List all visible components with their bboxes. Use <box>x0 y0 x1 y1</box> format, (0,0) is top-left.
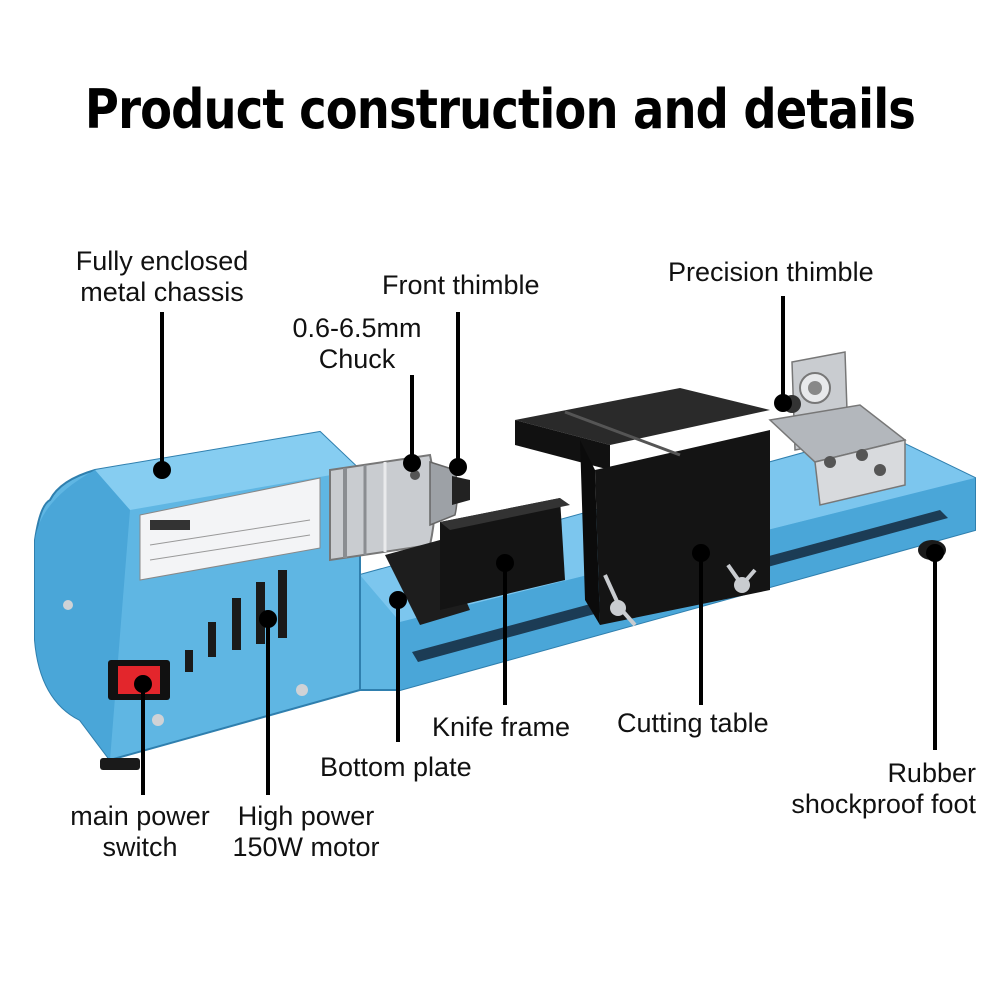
dot-precision <box>774 394 792 412</box>
label-rubber-foot: Rubber shockproof foot <box>744 758 976 820</box>
label-rubber-line1: Rubber <box>887 758 976 788</box>
chuck-shape <box>329 453 470 562</box>
page-title: Product construction and details <box>84 78 916 141</box>
label-bottom-plate: Bottom plate <box>320 752 472 782</box>
dot-rubber <box>926 544 944 562</box>
dot-motor <box>259 610 277 628</box>
label-motor: High power 150W motor <box>216 801 396 863</box>
cutting-table-shape <box>515 388 770 627</box>
dot-front-thimble <box>449 458 467 476</box>
dot-bottom <box>389 591 407 609</box>
label-chuck-line2: Chuck <box>318 344 396 374</box>
label-power-switch: main power switch <box>40 801 240 863</box>
dot-knife <box>496 554 514 572</box>
dot-chuck <box>403 454 421 472</box>
label-motor-line1: High power <box>237 801 375 831</box>
label-chassis-line2: metal chassis <box>80 277 244 307</box>
label-motor-line2: 150W motor <box>232 832 380 862</box>
dot-cutting <box>692 544 710 562</box>
leader-lines <box>134 296 944 795</box>
label-power-line2: switch <box>102 832 178 862</box>
label-chassis-line1: Fully enclosed <box>75 246 249 276</box>
precision-thimble-shape <box>768 351 907 506</box>
dot-power <box>134 675 152 693</box>
label-cutting-table: Cutting table <box>617 708 769 738</box>
label-chuck-line1: 0.6-6.5mm <box>292 313 422 343</box>
label-chuck: 0.6-6.5mm Chuck <box>272 313 442 375</box>
label-knife-frame: Knife frame <box>432 712 571 742</box>
label-front-thimble: Front thimble <box>382 270 540 300</box>
label-power-line1: main power <box>70 801 210 831</box>
label-chassis: Fully enclosed metal chassis <box>48 246 276 308</box>
label-rubber-line2: shockproof foot <box>791 789 976 819</box>
dot-chassis <box>153 461 171 479</box>
label-precision-thimble: Precision thimble <box>668 257 874 287</box>
knife-frame-shape <box>385 498 570 625</box>
